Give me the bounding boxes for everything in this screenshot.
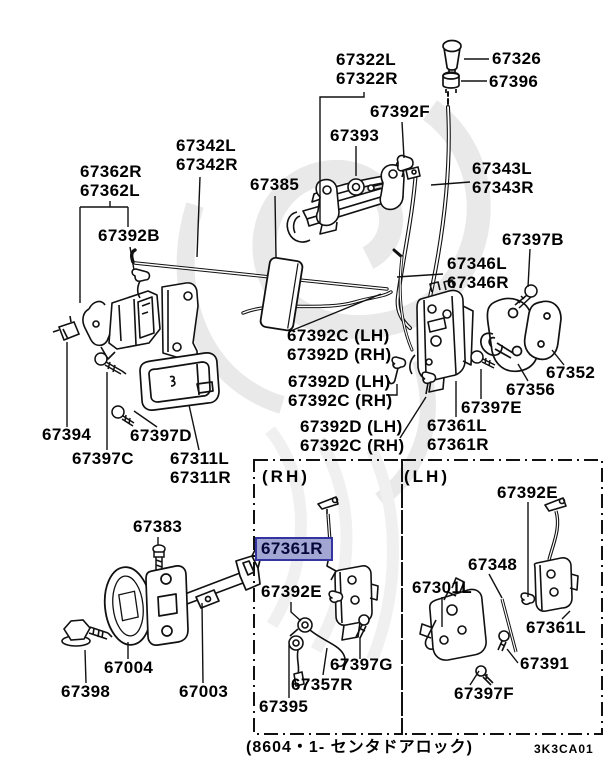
part-label-67343: 67343L 67343R <box>472 159 534 197</box>
bezel-67311 <box>139 352 220 411</box>
lh-part-label-67391: 67391 <box>520 654 570 673</box>
part-label-67362: 67362R 67362L <box>80 162 142 200</box>
part-label-67392CD-1: 67392C (LH) 67392D (RH) <box>287 326 392 364</box>
part-label-67392F: 67392F <box>370 102 431 121</box>
lh-part-label-67348: 67348 <box>468 555 518 574</box>
lh-lock-art <box>419 497 579 686</box>
screw-67397C <box>94 352 127 375</box>
pin-67326 <box>442 39 462 79</box>
part-label-67392B: 67392B <box>98 226 160 245</box>
clip-67394 <box>52 315 81 342</box>
screw-67383 <box>152 544 166 578</box>
gasket-67004 <box>103 566 153 646</box>
footer-diagram-code: 3K3CA01 <box>534 742 594 756</box>
clip-67392F <box>396 154 414 178</box>
part-label-67385: 67385 <box>250 175 300 194</box>
part-label-67346: 67346L 67346R <box>447 254 509 292</box>
part-label-67311: 67311L 67311R <box>170 449 232 487</box>
highlighted-part-label-67361R[interactable]: 67361R <box>255 537 333 561</box>
rh-box-header: (RH) <box>262 467 310 486</box>
lh-part-label-67392E: 67392E <box>497 483 559 502</box>
leader-lines <box>66 58 571 698</box>
screw-67397B <box>514 284 538 309</box>
rh-part-label-67397G: 67397G <box>330 655 393 674</box>
part-label-67397E: 67397E <box>461 398 523 417</box>
part-label-67397B: 67397B <box>502 230 564 249</box>
footer-model-caption: (8604・1- センタドアロック) <box>246 739 473 756</box>
lh-part-label-67301L: 67301L <box>412 578 473 597</box>
part-label-67394: 67394 <box>42 425 92 444</box>
clip-67392-b <box>421 371 437 395</box>
clip-67392-a <box>388 356 407 385</box>
part-label-67397C: 67397C <box>72 449 134 468</box>
part-label-67342: 67342L 67342R <box>176 136 238 174</box>
inside-handle-67362 <box>82 282 199 362</box>
part-label-67004: 67004 <box>104 658 154 677</box>
protector-67385 <box>259 256 304 332</box>
lh-part-label-67361L: 67361L <box>526 618 587 637</box>
bolt-67398 <box>61 619 113 647</box>
detail-boxes <box>253 459 603 735</box>
rh-part-label-67392E: 67392E <box>261 582 323 601</box>
lh-box-header: (LH) <box>404 467 450 486</box>
part-label-67398: 67398 <box>61 682 111 701</box>
part-label-67326: 67326 <box>492 49 542 68</box>
rh-actuator-art <box>288 496 379 687</box>
part-label-67383: 67383 <box>133 517 183 536</box>
part-label-67392DC-3: 67392D (LH) 67392C (RH) <box>300 417 405 455</box>
screw-67397D <box>111 405 135 427</box>
part-label-67393: 67393 <box>330 126 380 145</box>
clip-67392B <box>131 268 151 299</box>
striker-67356 <box>480 297 539 373</box>
lh-part-label-67397F: 67397F <box>454 684 515 703</box>
lh-box-border <box>401 459 603 735</box>
rh-box-border <box>253 459 403 735</box>
screw-67397E <box>470 350 496 369</box>
rh-part-label-67395: 67395 <box>259 697 309 716</box>
plate-67352 <box>523 300 562 361</box>
outside-handle-67322 <box>286 157 421 243</box>
part-label-67396: 67396 <box>489 72 539 91</box>
part-label-67352: 67352 <box>546 363 596 382</box>
part-label-67003: 67003 <box>179 682 229 701</box>
rh-part-label-67357R: 67357R <box>291 675 353 694</box>
grommet-67396 <box>442 71 460 93</box>
door-check-67003 <box>145 547 263 646</box>
lock-assembly-67361 <box>409 279 474 393</box>
part-label-67322: 67322L 67322R <box>336 50 398 88</box>
part-label-67397D: 67397D <box>130 426 192 445</box>
part-label-67356: 67356 <box>506 380 556 399</box>
part-label-67392DC-2: 67392D (LH) 67392C (RH) <box>288 372 393 410</box>
part-label-67361LR: 67361L 67361R <box>427 416 489 454</box>
washer-67393 <box>347 178 365 196</box>
